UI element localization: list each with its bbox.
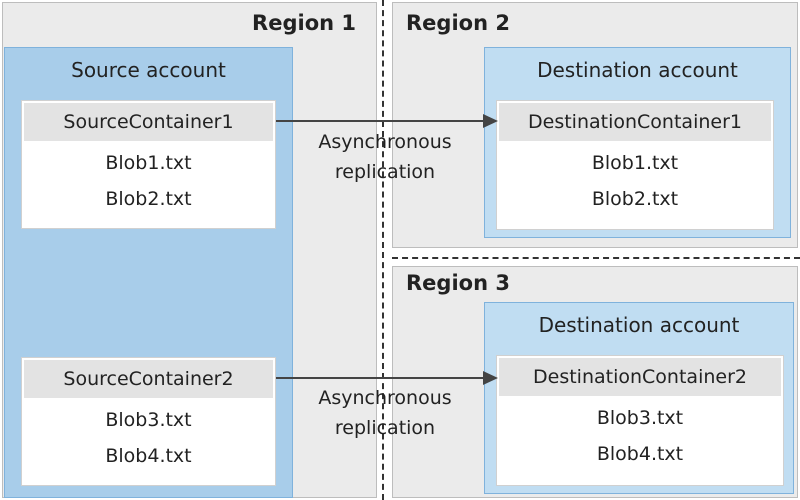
blob: Blob3.txt (105, 409, 192, 431)
source-container-2: SourceContainer2 Blob3.txt Blob4.txt (21, 357, 276, 486)
label-line: Asynchronous (318, 131, 452, 153)
replication-label-1: Asynchronous replication (290, 127, 480, 187)
destination-container-1: DestinationContainer1 Blob1.txt Blob2.tx… (496, 100, 774, 230)
blob: Blob2.txt (105, 188, 192, 210)
destination-account-title: Destination account (537, 58, 738, 82)
blob: Blob3.txt (596, 407, 684, 429)
label-line: replication (334, 161, 436, 183)
container-header: DestinationContainer1 (499, 103, 771, 141)
blob: Blob2.txt (591, 188, 679, 210)
destination-account-title: Destination account (538, 313, 740, 337)
region-divider-vertical (382, 0, 384, 500)
container-header: DestinationContainer2 (499, 358, 781, 396)
container-header: SourceContainer2 (24, 360, 273, 398)
destination-container-2: DestinationContainer2 Blob3.txt Blob4.tx… (496, 355, 784, 486)
replication-label-2: Asynchronous replication (290, 383, 480, 443)
region-2-label: Region 2 (406, 11, 510, 35)
container-header: SourceContainer1 (24, 103, 273, 141)
arrow-2 (276, 371, 498, 385)
blob: Blob1.txt (591, 152, 679, 174)
region-3-label: Region 3 (406, 271, 510, 295)
label-line: replication (334, 417, 436, 439)
destination-account-1: Destination account DestinationContainer… (484, 47, 791, 238)
blob: Blob4.txt (596, 443, 684, 465)
blob: Blob4.txt (105, 445, 192, 467)
destination-account-2: Destination account DestinationContainer… (484, 302, 794, 494)
source-account-title: Source account (71, 58, 226, 82)
label-line: Asynchronous (318, 387, 452, 409)
region-1-label: Region 1 (252, 11, 356, 35)
arrow-1 (276, 114, 498, 128)
region-divider-horizontal (392, 257, 800, 259)
source-container-1: SourceContainer1 Blob1.txt Blob2.txt (21, 100, 276, 229)
blob: Blob1.txt (105, 152, 192, 174)
source-account: Source account SourceContainer1 Blob1.tx… (4, 47, 293, 498)
